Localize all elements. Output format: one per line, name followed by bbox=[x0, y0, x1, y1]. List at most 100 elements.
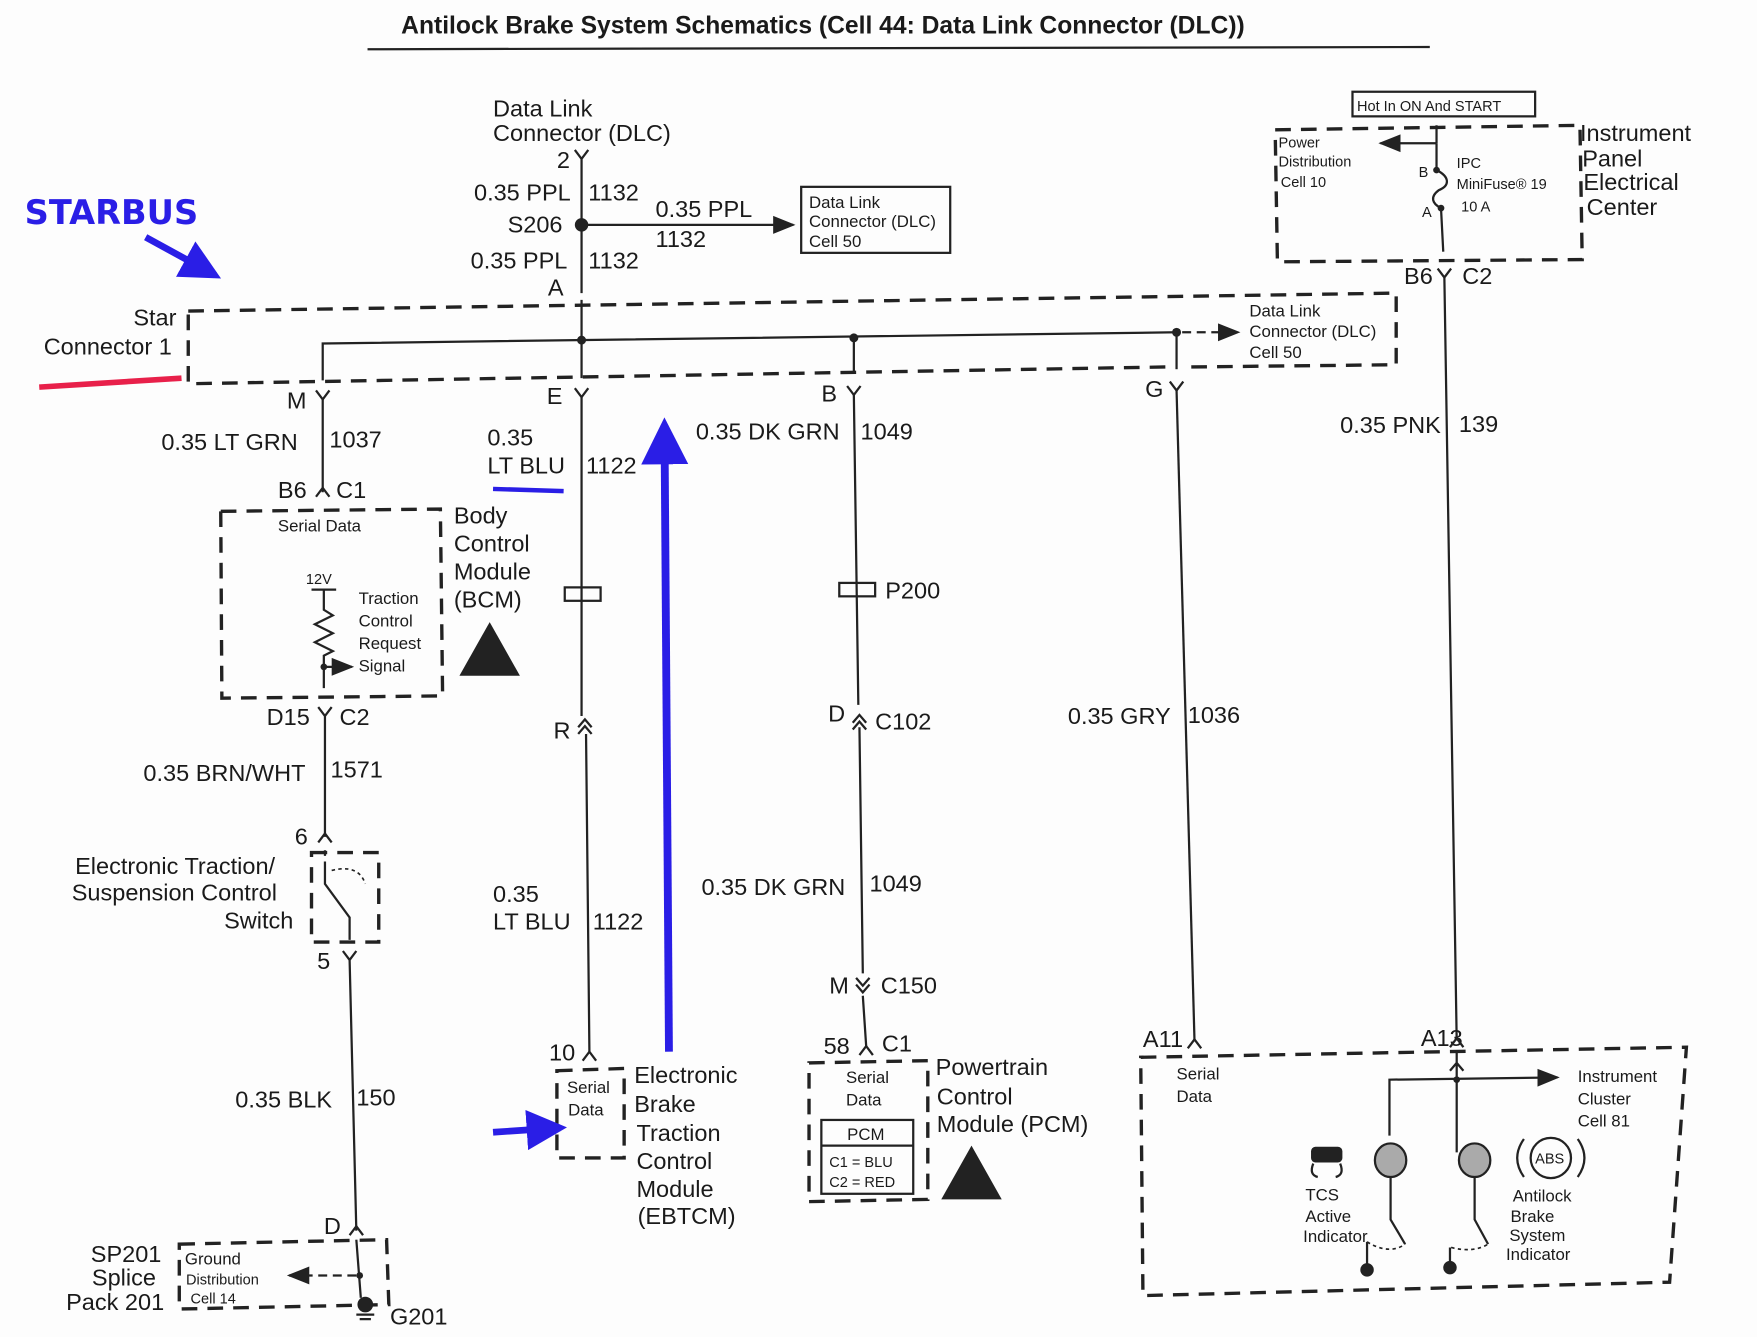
label: 139 bbox=[1459, 411, 1498, 437]
label: Cluster bbox=[1578, 1089, 1632, 1108]
label: 150 bbox=[356, 1084, 395, 1110]
label: B6 bbox=[278, 477, 307, 503]
label: Traction bbox=[636, 1120, 720, 1146]
label: 12V bbox=[306, 572, 332, 588]
label: Control bbox=[636, 1148, 712, 1174]
instrument-panel-electrical-center: Hot In ON And START Instrument Panel Ele… bbox=[1273, 90, 1692, 1041]
label: C102 bbox=[875, 708, 931, 734]
label: 0.35 BLK bbox=[235, 1087, 332, 1113]
tcs-car-icon bbox=[1310, 1146, 1343, 1179]
splice-p200 bbox=[838, 581, 877, 598]
label: Data Link bbox=[1249, 302, 1321, 321]
label: Signal bbox=[359, 656, 406, 675]
label: (EBTCM) bbox=[638, 1203, 736, 1229]
label: C150 bbox=[881, 973, 937, 999]
label: 0.35 BRN/WHT bbox=[143, 760, 305, 786]
label: D15 bbox=[267, 704, 310, 730]
label: D bbox=[828, 701, 845, 727]
label: ABS bbox=[1535, 1152, 1564, 1168]
label: 1122 bbox=[586, 452, 637, 478]
label: Connector (DLC) bbox=[493, 120, 671, 146]
label: 58 bbox=[824, 1033, 850, 1059]
label: 1132 bbox=[588, 179, 639, 205]
ground-icon bbox=[1443, 1260, 1457, 1275]
title-underline bbox=[367, 45, 1430, 51]
red-underline bbox=[39, 375, 182, 390]
label: Electronic Traction/ bbox=[75, 853, 275, 879]
label: Brake bbox=[634, 1091, 695, 1117]
label: Instrument bbox=[1578, 1067, 1658, 1086]
label: B6 bbox=[1404, 263, 1433, 289]
label: 1122 bbox=[593, 909, 644, 935]
pcm-branch: 0.35 DK GRN 1049 P200 D C102 0.35 DK GRN… bbox=[696, 394, 1088, 1204]
label: 0.35 GRY bbox=[1068, 703, 1171, 729]
label: Indicator bbox=[1506, 1245, 1571, 1264]
label: 0.35 PNK bbox=[1340, 412, 1441, 438]
label: Splice bbox=[92, 1265, 156, 1291]
label: C1 bbox=[336, 477, 366, 503]
label: Control bbox=[454, 531, 530, 557]
label: Module bbox=[636, 1176, 713, 1202]
starbus-arrow bbox=[144, 234, 222, 279]
star-connector-1: Star Connector 1 Data Link Connector (DL… bbox=[44, 291, 1398, 413]
label: 6 bbox=[295, 824, 308, 850]
label: Data Link bbox=[493, 95, 593, 121]
label: Suspension Control bbox=[72, 880, 277, 906]
bcm-branch: 0.35 LT GRN 1037 B6 C1 Serial Data 12V T… bbox=[66, 399, 531, 1330]
label: 5 bbox=[317, 948, 330, 974]
label: Center bbox=[1587, 194, 1658, 220]
label: SP201 bbox=[91, 1241, 162, 1267]
label: Control bbox=[937, 1083, 1013, 1109]
label: M bbox=[829, 973, 849, 999]
label: Electrical bbox=[1583, 169, 1678, 195]
label: B bbox=[821, 381, 837, 407]
label: System bbox=[1509, 1226, 1565, 1245]
label: Hot In ON And START bbox=[1357, 99, 1501, 115]
label: Brake bbox=[1510, 1207, 1554, 1226]
label: 1049 bbox=[861, 419, 913, 445]
label: Cell 81 bbox=[1578, 1112, 1630, 1131]
label: 10 A bbox=[1461, 199, 1490, 215]
label: Body bbox=[454, 503, 508, 529]
label: Data bbox=[568, 1100, 604, 1119]
blue-underline bbox=[492, 486, 564, 494]
label: 1132 bbox=[656, 226, 707, 252]
label: 0.35 PPL bbox=[471, 248, 568, 274]
label: C1 = BLU bbox=[829, 1155, 893, 1171]
esd-warning-icon bbox=[459, 622, 520, 676]
label: Control bbox=[359, 612, 413, 631]
label: Connector (DLC) bbox=[809, 212, 936, 231]
label: IPC bbox=[1457, 156, 1481, 172]
label: 0.35 bbox=[487, 424, 533, 450]
label: Distribution bbox=[1279, 155, 1352, 171]
label: Power bbox=[1279, 136, 1320, 152]
label: G201 bbox=[390, 1304, 448, 1330]
label: 1132 bbox=[588, 248, 639, 274]
label: C2 bbox=[1462, 263, 1492, 289]
ebtcm-branch: 0.35 LT BLU 1122 R 0.35 LT BLU 1122 10 S… bbox=[487, 397, 738, 1229]
label: R bbox=[554, 717, 571, 743]
label: MiniFuse® 19 bbox=[1457, 177, 1547, 193]
label: Instrument bbox=[1580, 120, 1692, 146]
label: Module bbox=[454, 559, 531, 585]
label: 2 bbox=[557, 147, 570, 173]
ground-icon bbox=[1360, 1263, 1374, 1277]
label: Connector (DLC) bbox=[1249, 322, 1376, 341]
abs-icon: ABS bbox=[1516, 1136, 1586, 1180]
label: S206 bbox=[508, 212, 563, 238]
label: Pack 201 bbox=[66, 1289, 164, 1315]
label: Cell 50 bbox=[809, 232, 861, 251]
label: G bbox=[1145, 376, 1163, 402]
label: 0.35 LT GRN bbox=[161, 429, 297, 455]
label: 0.35 PPL bbox=[474, 179, 571, 205]
label: A bbox=[1422, 205, 1432, 221]
label: Ground bbox=[185, 1249, 241, 1268]
label: Antilock bbox=[1513, 1187, 1572, 1206]
label: Electronic bbox=[634, 1062, 738, 1088]
starbus-label: STARBUS bbox=[25, 193, 199, 232]
label: TCS bbox=[1305, 1186, 1339, 1205]
label: D bbox=[324, 1213, 341, 1239]
label: 0.35 DK GRN bbox=[701, 874, 845, 900]
